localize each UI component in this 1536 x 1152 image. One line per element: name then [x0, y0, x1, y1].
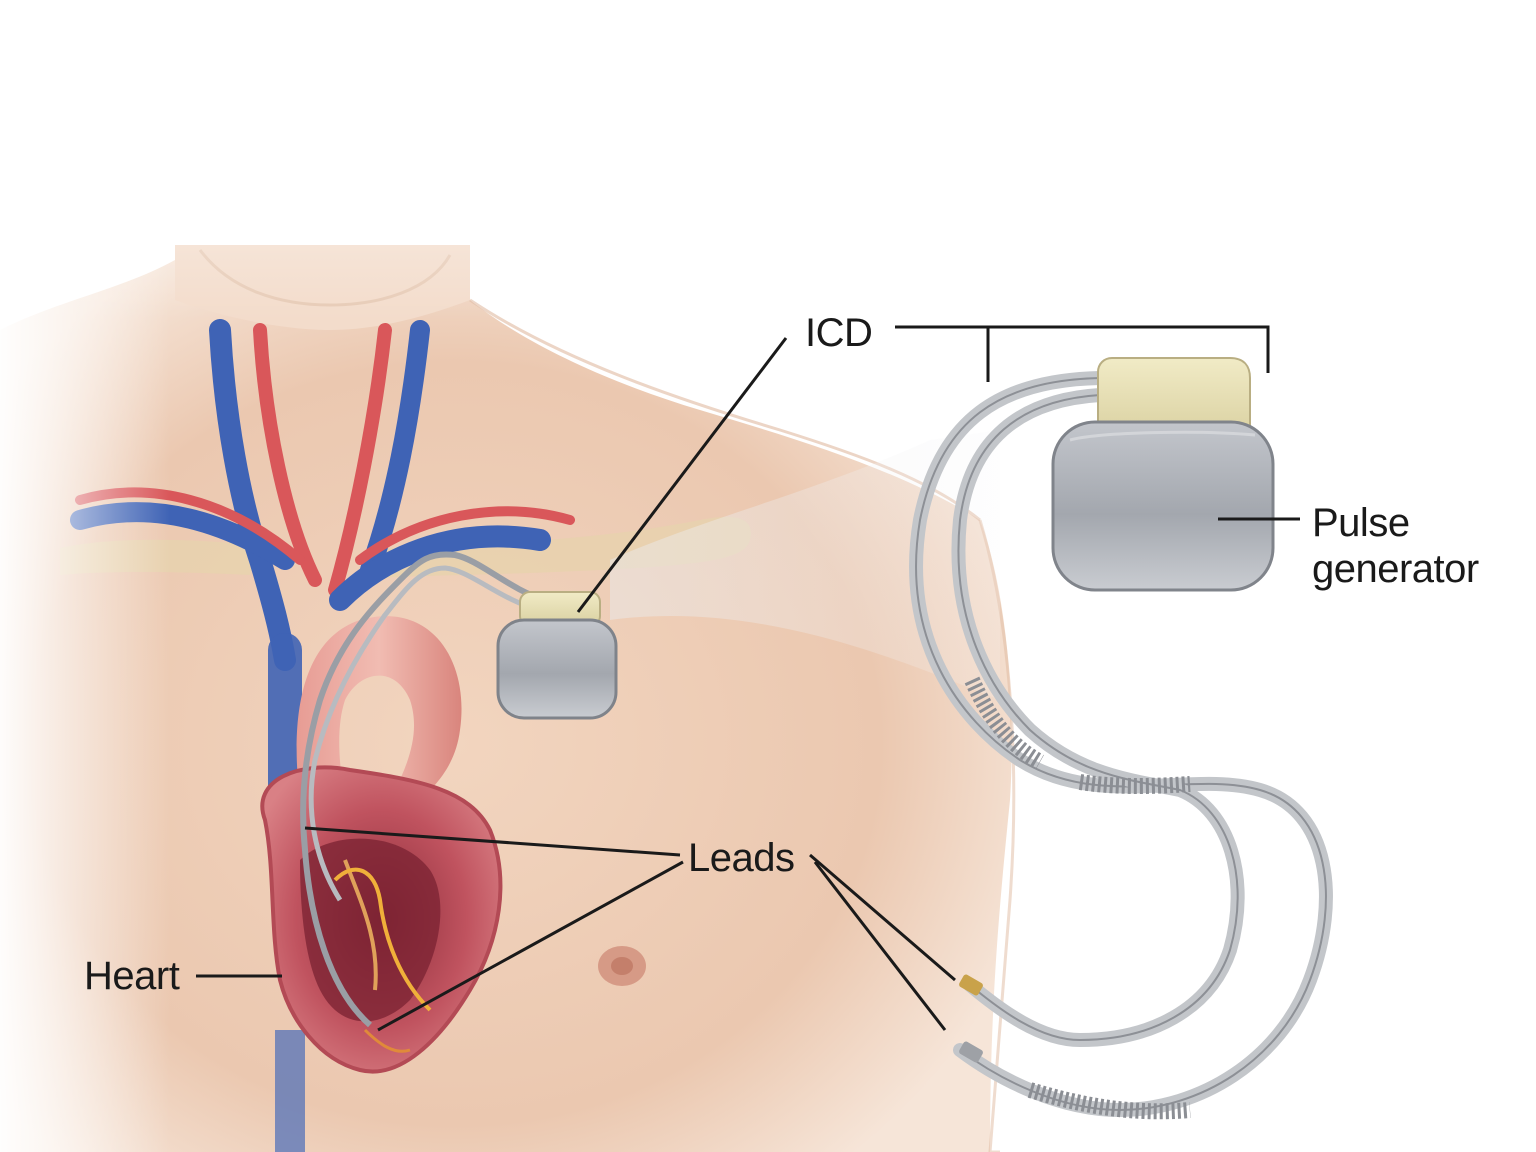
leads-line-2 [377, 860, 684, 1032]
icd-bracket [895, 325, 1270, 373]
leads-line-3 [809, 853, 956, 982]
enlarged-icd [909, 357, 1333, 1120]
leads-line-1 [304, 826, 681, 857]
heart-label: Heart [84, 954, 180, 998]
leads-line-4 [813, 861, 947, 1031]
leads-label: Leads [688, 836, 795, 880]
neck-vessels [70, 319, 575, 1152]
pulse-generator-label-line1: Pulse [1312, 501, 1410, 545]
icd-label: ICD [805, 311, 873, 355]
magnify-cone [610, 430, 1000, 700]
callout-lines [196, 325, 1300, 1032]
pulse-generator-label: Pulse generator [1312, 500, 1479, 592]
pulse-generator-label-line2: generator [1312, 547, 1479, 591]
implanted-icd [300, 551, 618, 1028]
icd-pointer-line [576, 337, 788, 613]
